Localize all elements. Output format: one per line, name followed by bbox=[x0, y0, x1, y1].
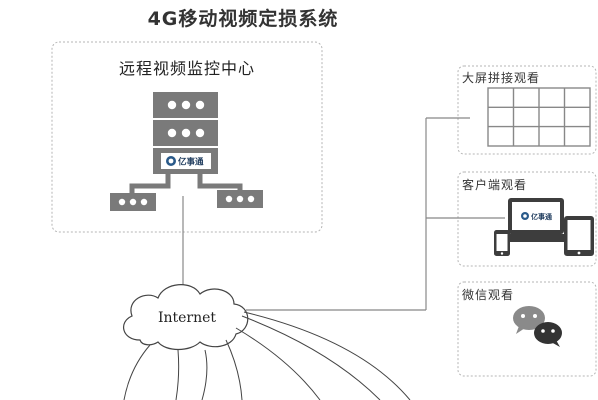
svg-text:亿事通: 亿事通 bbox=[531, 212, 553, 221]
logo-icon: 亿事通 bbox=[166, 156, 204, 168]
internet-label: Internet bbox=[157, 310, 217, 326]
client-panel-box bbox=[457, 171, 597, 267]
tablet-icon bbox=[564, 216, 594, 256]
bottom-network-curves bbox=[123, 311, 411, 400]
monitoring-center-label: 远程视频监控中心 bbox=[118, 59, 255, 78]
wechat-icon bbox=[513, 306, 562, 347]
laptop-icon: 亿事通 bbox=[502, 198, 570, 242]
server-branch-left bbox=[129, 174, 171, 196]
monitoring-center-box bbox=[51, 41, 323, 233]
big-screen-label: 大屏拼接观看 bbox=[462, 71, 541, 85]
page-title: 4G移动视频定损系统 bbox=[147, 8, 339, 30]
internet-cloud-icon bbox=[123, 284, 249, 351]
wechat-label: 微信观看 bbox=[462, 288, 515, 302]
client-label: 客户端观看 bbox=[462, 178, 528, 192]
server-rack: 亿事通 bbox=[153, 92, 218, 174]
big-screen-panel-box bbox=[457, 65, 597, 155]
phone-icon bbox=[494, 230, 510, 256]
logo-lettering: 亿事通 bbox=[178, 157, 204, 168]
terminal-unit-left bbox=[110, 193, 156, 211]
video-wall-grid-icon bbox=[487, 87, 591, 147]
wechat-panel-box bbox=[457, 281, 597, 377]
terminal-unit-right bbox=[217, 190, 263, 208]
